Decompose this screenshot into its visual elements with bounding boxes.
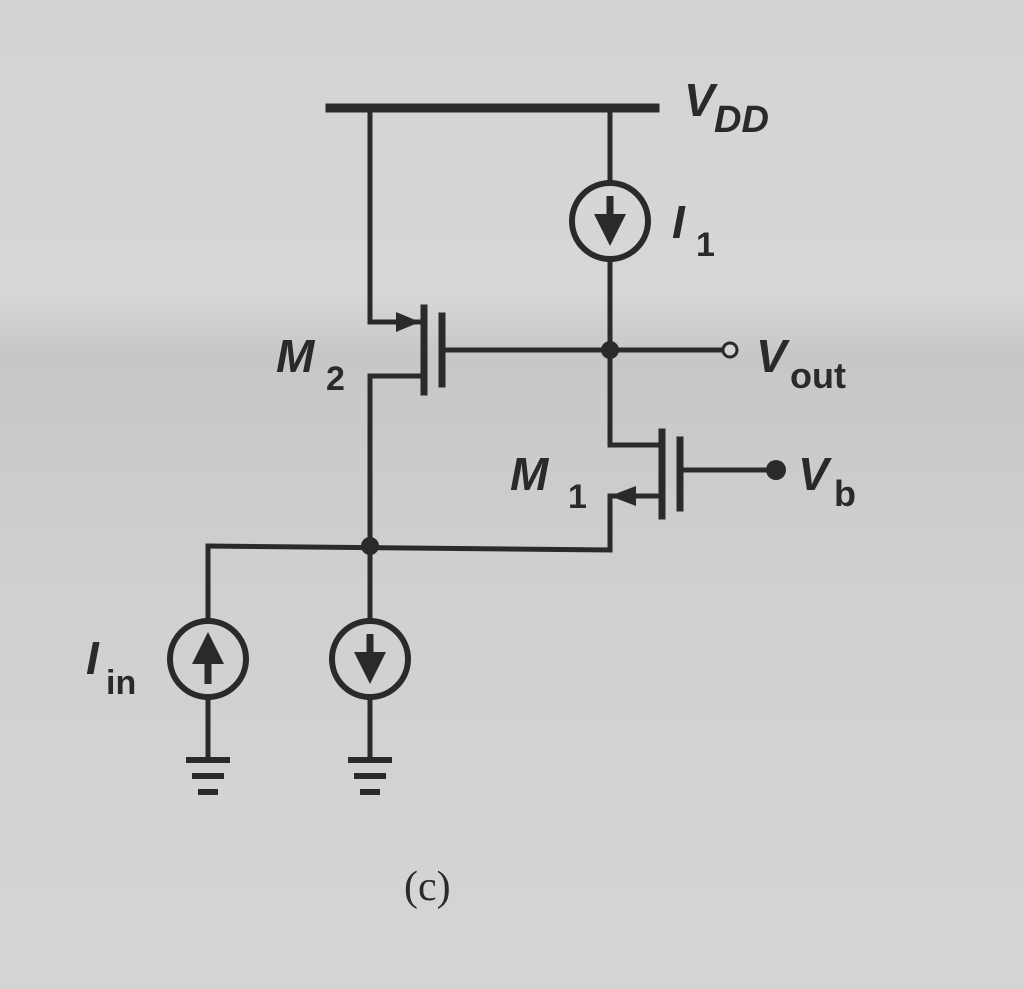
label-vout: V xyxy=(756,330,790,382)
figure-caption: (c) xyxy=(404,864,451,910)
current-source-iin xyxy=(167,618,249,700)
label-vb: V xyxy=(798,448,832,500)
label-vb-sub: b xyxy=(834,473,856,514)
label-m2: M xyxy=(276,330,316,382)
wire-node-horizontal xyxy=(205,543,613,553)
label-i1: I xyxy=(672,196,686,248)
m2-source-arrow xyxy=(396,312,420,332)
ground-bias xyxy=(348,757,392,795)
junction-input-node xyxy=(361,537,379,555)
label-m1: M xyxy=(510,448,550,500)
label-vout-sub: out xyxy=(790,355,846,396)
label-m1-sub: 1 xyxy=(568,478,587,516)
current-source-i1 xyxy=(569,180,651,262)
wire-vdd-m2-source xyxy=(367,105,401,325)
junction-vout-node xyxy=(601,341,619,359)
label-iin-sub: in xyxy=(106,664,136,702)
label-m2-sub: 2 xyxy=(326,360,345,398)
ground-iin xyxy=(186,757,230,795)
wire-vout-m1-drain xyxy=(607,347,665,448)
label-i1-sub: 1 xyxy=(696,226,715,264)
current-source-bias xyxy=(329,618,411,700)
label-vdd-sub: DD xyxy=(714,99,769,141)
m1-source-arrow xyxy=(610,486,636,506)
label-vdd: V xyxy=(684,74,718,126)
vb-terminal xyxy=(766,460,786,480)
vout-terminal xyxy=(721,341,739,359)
label-iin: I xyxy=(86,632,100,684)
